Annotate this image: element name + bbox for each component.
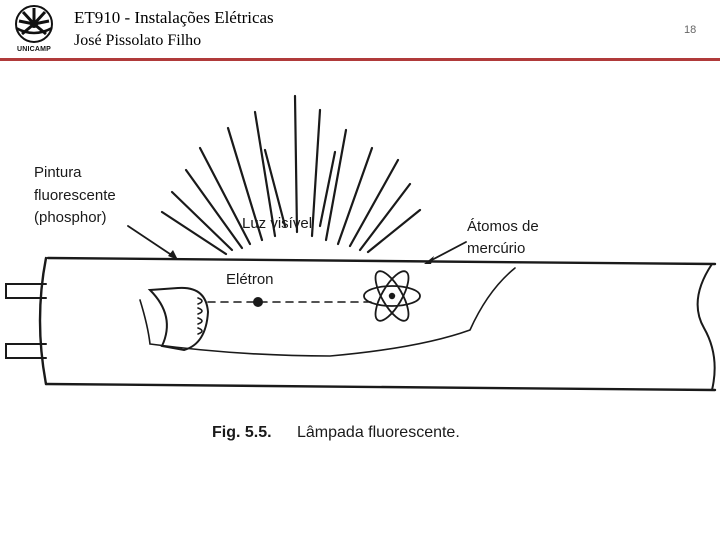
phosphor-pointer xyxy=(127,225,177,259)
mercury-label-line2: mercúrio xyxy=(467,240,526,257)
tube-left-end xyxy=(38,256,48,386)
page-number: 18 xyxy=(684,24,697,36)
electron-label: Elétron xyxy=(226,271,274,288)
electrode-filament xyxy=(147,286,210,352)
course-title: ET910 - Instalações Elétricas xyxy=(74,8,274,27)
tube-bottom-edge xyxy=(44,382,717,392)
author-name: José Pissolato Filho xyxy=(74,32,202,49)
phosphor-label-line2: fluorescente xyxy=(34,187,116,204)
phosphor-coating-edge xyxy=(139,267,516,357)
tube-broken-end xyxy=(696,263,716,391)
mercury-arrowhead xyxy=(424,256,434,264)
light-rays xyxy=(160,94,422,256)
mercury-label-line1: Átomos de xyxy=(467,218,539,235)
header-divider xyxy=(0,58,720,61)
phosphor-label-line3: (phosphor) xyxy=(34,209,107,226)
phosphor-label-line1: Pintura xyxy=(34,164,82,181)
phosphor-arrowhead xyxy=(168,250,178,260)
figure-caption-number: Fig. 5.5. xyxy=(212,424,272,441)
fluorescent-lamp-illustration xyxy=(5,94,717,392)
visible-light-label: Luz visível xyxy=(242,215,313,232)
unicamp-logo: UNICAMP xyxy=(8,4,60,60)
lamp-pins xyxy=(5,283,47,359)
unicamp-emblem-icon xyxy=(15,5,53,43)
filament-coil xyxy=(197,297,203,335)
tube-top-edge xyxy=(46,256,717,266)
electron-dot xyxy=(253,297,263,307)
mercury-atom-icon xyxy=(363,270,421,322)
mercury-pointer xyxy=(427,241,467,263)
logo-text: UNICAMP xyxy=(16,46,52,53)
figure-caption-text: Lâmpada fluorescente. xyxy=(297,424,460,441)
atom-nucleus xyxy=(388,292,396,300)
